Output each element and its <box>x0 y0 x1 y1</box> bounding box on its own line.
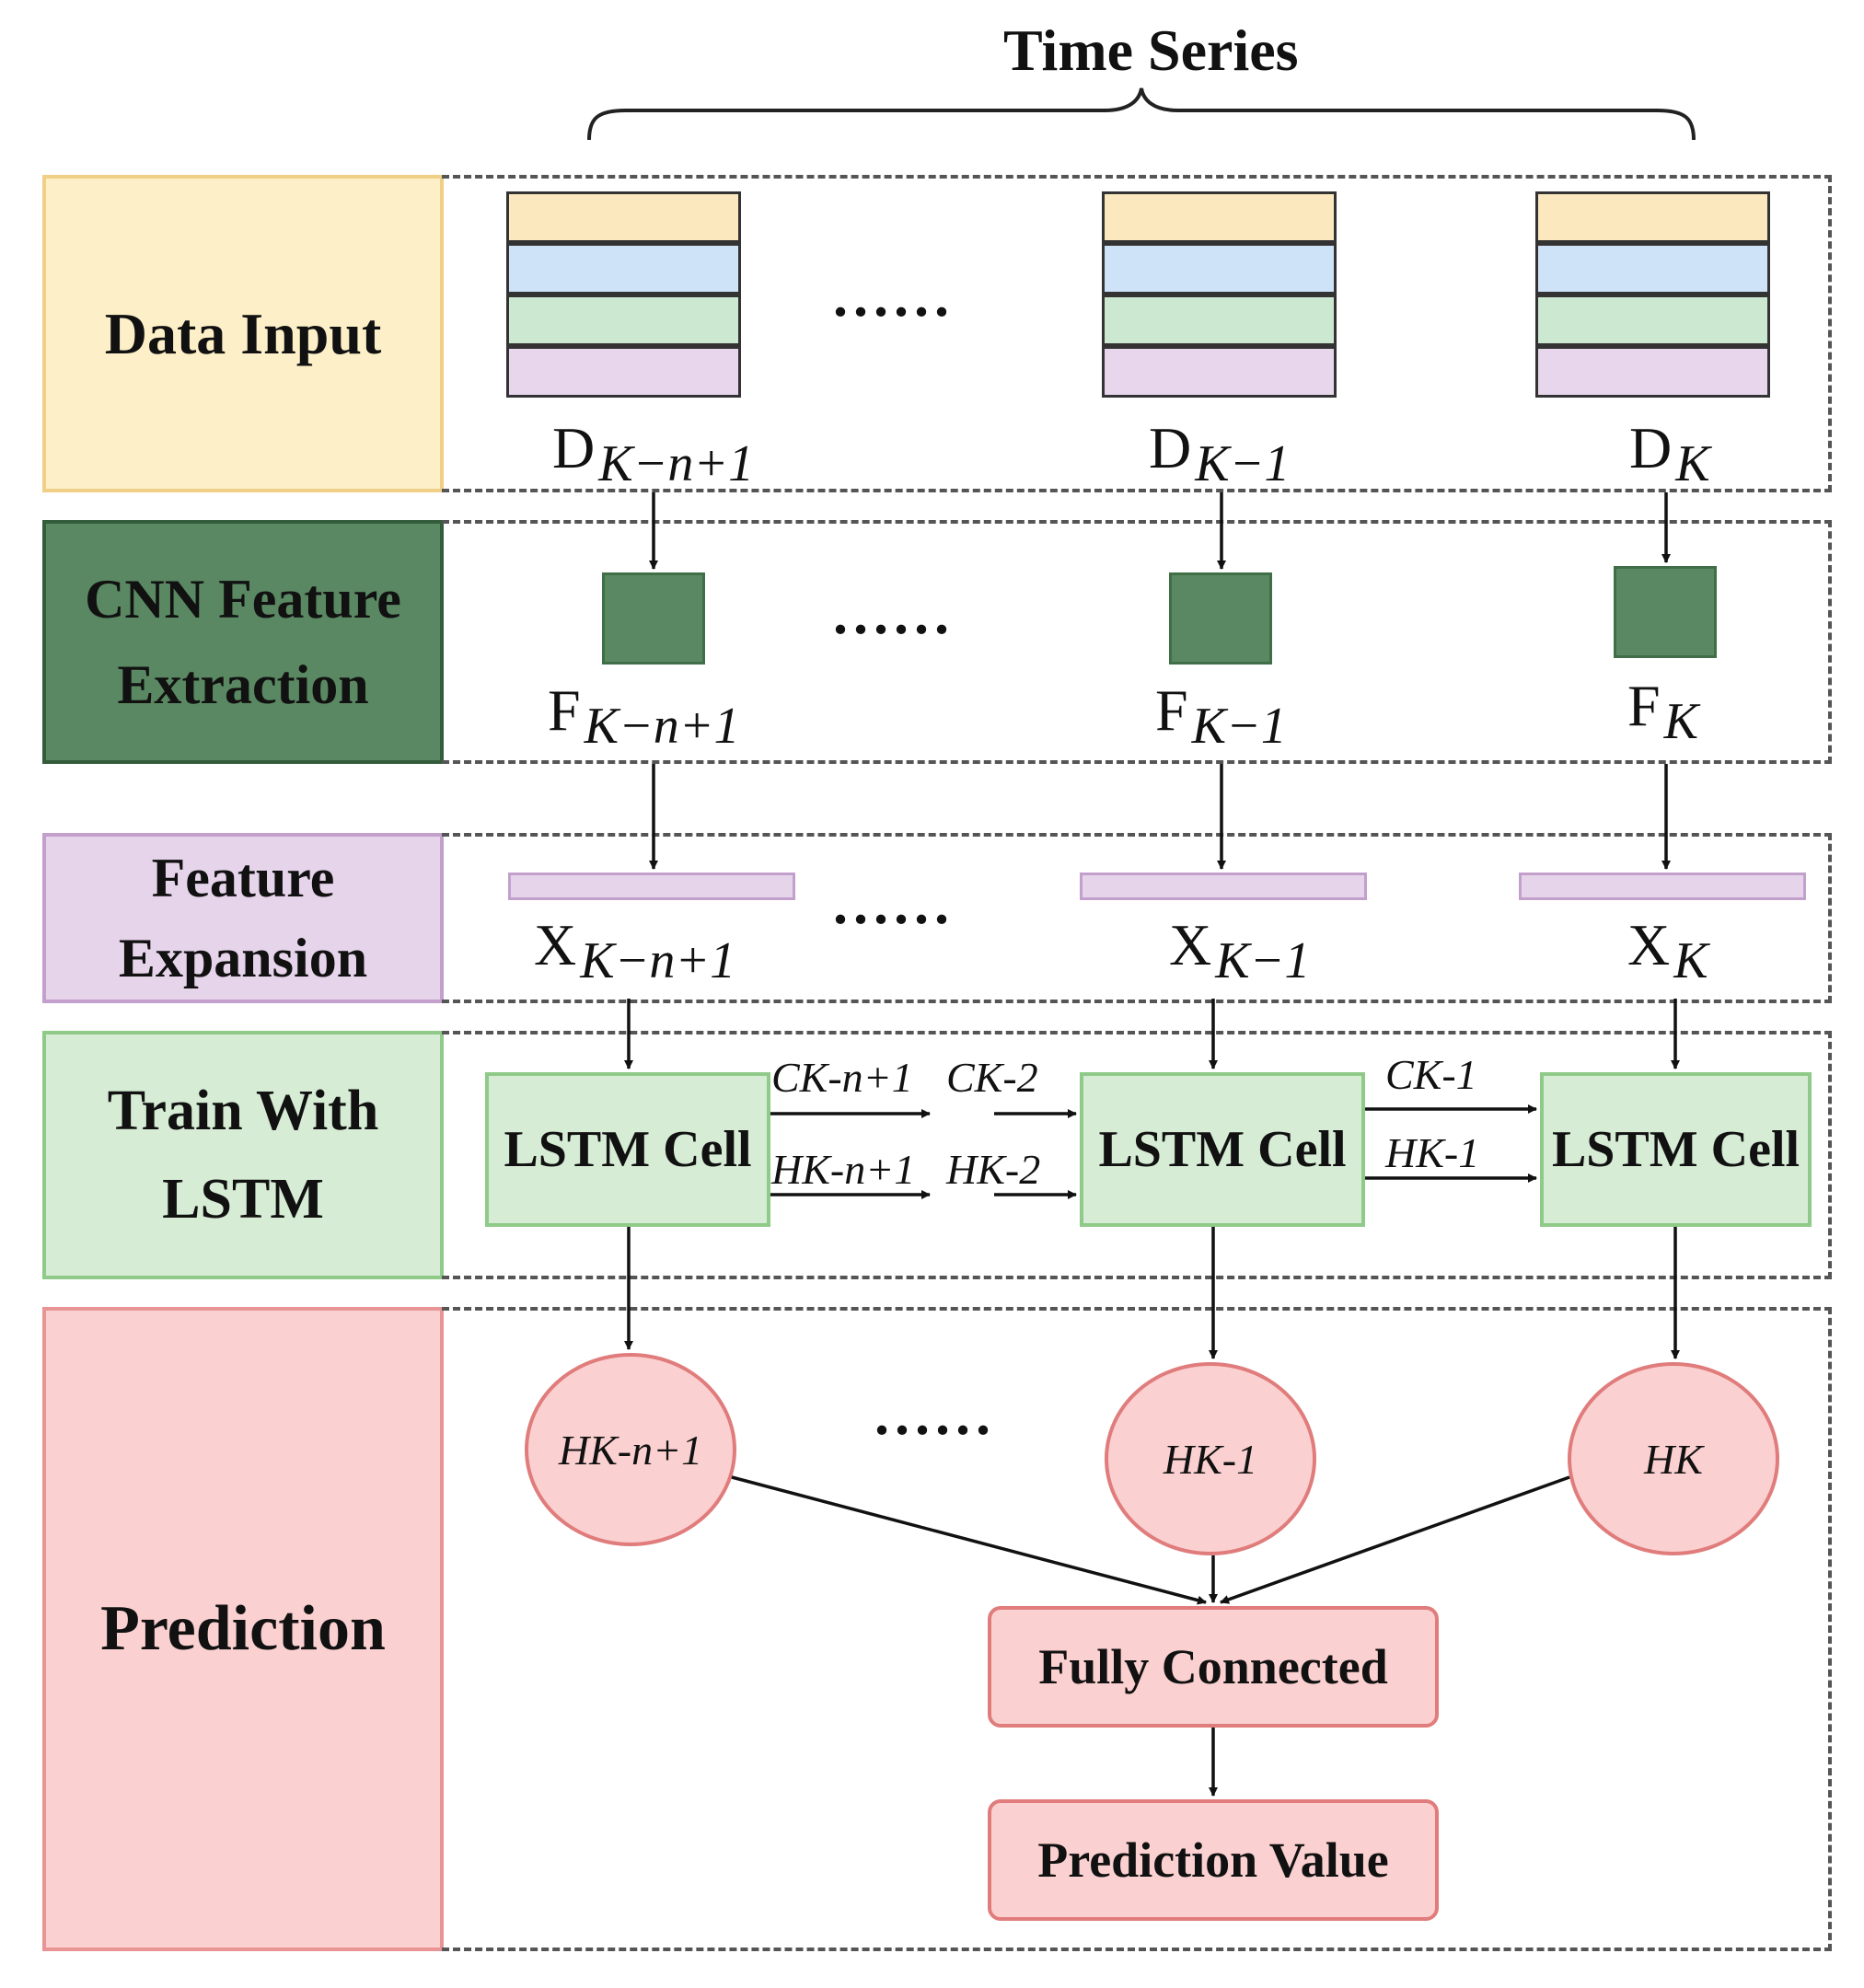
stage-data-input: Data Input <box>42 175 444 492</box>
label-d-k: DK <box>1629 415 1710 492</box>
feature-square-k-n-1 <box>602 572 705 665</box>
label-h-k-2: HK-2 <box>946 1146 1041 1193</box>
ellipsis-input: ...... <box>833 263 955 329</box>
lstm-cell-k-1: LSTM Cell <box>1080 1072 1365 1227</box>
region-cnn <box>442 520 1832 764</box>
fully-connected-box: Fully Connected <box>988 1606 1439 1728</box>
label-x-k: XK <box>1627 912 1708 989</box>
hidden-state-k-n-1: HK-n+1 <box>525 1353 736 1546</box>
ellipsis-expansion: ...... <box>833 871 955 936</box>
region-expansion <box>442 833 1832 1003</box>
label-d-k-n-1: DK−n+1 <box>552 415 755 492</box>
expansion-bar-k-n-1 <box>508 873 795 900</box>
lstm-cell-k-n-1: LSTM Cell <box>485 1072 770 1227</box>
hidden-state-k: HK <box>1568 1362 1779 1555</box>
time-series-title: Time Series <box>1003 17 1299 83</box>
ellipsis-cnn: ...... <box>833 581 955 646</box>
region-data-input <box>442 175 1832 492</box>
expansion-bar-k <box>1519 873 1806 900</box>
label-f-k-n-1: FK−n+1 <box>548 677 740 755</box>
hidden-state-k-1: HK-1 <box>1105 1362 1316 1555</box>
stage-train-with-lstm: Train With LSTM <box>42 1031 444 1279</box>
stage-cnn-feature-extraction: CNN Feature Extraction <box>42 520 444 764</box>
feature-square-k <box>1614 566 1717 658</box>
label-d-k-1: DK−1 <box>1149 415 1291 492</box>
label-x-k-1: XK−1 <box>1169 912 1311 989</box>
prediction-value-box: Prediction Value <box>988 1799 1439 1921</box>
region-prediction <box>442 1307 1832 1951</box>
label-h-k-1: HK-1 <box>1385 1129 1480 1176</box>
label-f-k: FK <box>1627 673 1698 750</box>
expansion-bar-k-1 <box>1080 873 1367 900</box>
label-c-k-1: CK-1 <box>1385 1051 1477 1098</box>
feature-square-k-1 <box>1169 572 1272 665</box>
label-c-k-n-1: CK-n+1 <box>771 1054 913 1101</box>
stage-feature-expansion: Feature Expansion <box>42 833 444 1003</box>
stage-prediction: Prediction <box>42 1307 444 1951</box>
label-f-k-1: FK−1 <box>1155 677 1287 755</box>
label-h-k-n-1: HK-n+1 <box>771 1146 916 1193</box>
time-series-brace <box>587 87 1696 141</box>
lstm-cell-k: LSTM Cell <box>1540 1072 1812 1227</box>
label-x-k-n-1: XK−n+1 <box>534 912 736 989</box>
ellipsis-prediction: ...... <box>874 1381 996 1447</box>
label-c-k-2: CK-2 <box>946 1054 1038 1101</box>
region-lstm <box>442 1031 1832 1279</box>
